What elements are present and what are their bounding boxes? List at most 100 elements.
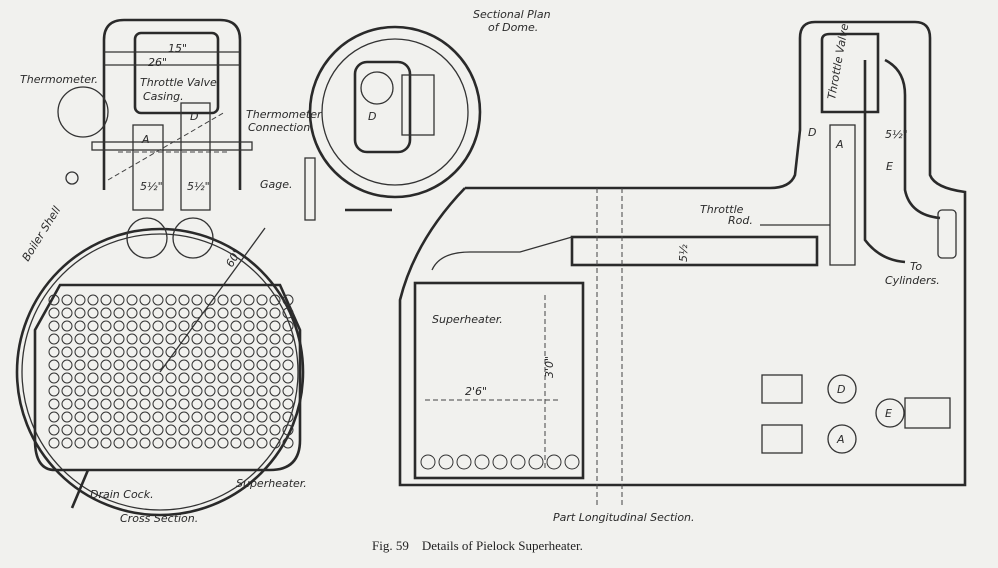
dim-60-line xyxy=(159,227,266,373)
tube xyxy=(48,385,60,397)
pipe-d-plan xyxy=(360,71,394,105)
tube xyxy=(204,424,216,436)
detail-circle-e xyxy=(875,398,905,428)
casing-plan xyxy=(353,60,412,154)
tube xyxy=(178,398,190,410)
tube xyxy=(230,346,242,358)
tube xyxy=(152,294,164,306)
tube xyxy=(217,307,229,319)
tube xyxy=(256,359,268,371)
label-dim-60: 60" xyxy=(223,246,244,269)
valve-fitting xyxy=(401,74,435,136)
tube xyxy=(230,385,242,397)
label-thermometer: Thermometer. xyxy=(20,73,98,86)
tube xyxy=(165,333,177,345)
tube xyxy=(230,437,242,449)
tube xyxy=(126,411,138,423)
flow-circle-d xyxy=(172,217,214,259)
label-long-superheater: Superheater. xyxy=(432,313,503,326)
label-throttle-rod: Throttle xyxy=(700,203,744,216)
tube xyxy=(269,294,281,306)
tube xyxy=(178,307,190,319)
label-to: To xyxy=(910,260,922,273)
tube xyxy=(61,294,73,306)
tube xyxy=(165,307,177,319)
tube xyxy=(243,294,255,306)
tube xyxy=(564,454,580,470)
longitudinal-section-title: Part Longitudinal Section. xyxy=(553,511,695,524)
tube xyxy=(61,320,73,332)
tube xyxy=(74,424,86,436)
tube xyxy=(282,346,294,358)
tube xyxy=(178,346,190,358)
tube xyxy=(87,372,99,384)
boiler-shell-outer xyxy=(15,227,305,517)
thermometer-dial xyxy=(57,86,109,138)
tube xyxy=(178,424,190,436)
tube xyxy=(61,424,73,436)
tube xyxy=(48,372,60,384)
tube xyxy=(139,294,151,306)
tube xyxy=(100,372,112,384)
throttle-valve-casing xyxy=(133,31,220,115)
tube xyxy=(269,320,281,332)
tube xyxy=(139,320,151,332)
tube xyxy=(243,307,255,319)
thermometer-connection-line xyxy=(107,111,226,181)
tube xyxy=(178,372,190,384)
tube xyxy=(191,411,203,423)
label-boiler-shell: Boiler Shell xyxy=(20,204,64,263)
tube xyxy=(152,307,164,319)
tube xyxy=(152,333,164,345)
tube xyxy=(152,424,164,436)
tube xyxy=(74,398,86,410)
tube xyxy=(139,333,151,345)
tube xyxy=(100,346,112,358)
detail-pipe-e xyxy=(904,397,951,429)
dome-flange xyxy=(91,141,253,151)
tube xyxy=(230,424,242,436)
tube xyxy=(269,411,281,423)
throttle-casing-long xyxy=(820,32,880,114)
tube xyxy=(126,333,138,345)
label-detail-e: E xyxy=(885,407,892,420)
tube xyxy=(204,346,216,358)
tube xyxy=(48,346,60,358)
tube xyxy=(48,320,60,332)
cross-section: Thermometer. 15" 26" Throttle Valve Casi… xyxy=(15,18,323,525)
tube xyxy=(74,333,86,345)
dome-plan: Sectional Plan of Dome. Gage. D xyxy=(260,8,551,221)
tube xyxy=(217,398,229,410)
pipe-a xyxy=(132,124,164,211)
tube xyxy=(87,346,99,358)
tube xyxy=(152,411,164,423)
dome-outline xyxy=(102,18,242,190)
tube xyxy=(165,372,177,384)
tube xyxy=(74,372,86,384)
drain-cock xyxy=(70,469,90,509)
tube xyxy=(152,320,164,332)
tube xyxy=(139,307,151,319)
tube xyxy=(269,346,281,358)
tube xyxy=(243,359,255,371)
tube xyxy=(256,385,268,397)
tube xyxy=(113,411,125,423)
tube xyxy=(87,359,99,371)
tube xyxy=(256,320,268,332)
tube xyxy=(61,385,73,397)
tube xyxy=(113,294,125,306)
tube xyxy=(191,320,203,332)
tube xyxy=(217,385,229,397)
detail-pipe-top xyxy=(761,374,803,404)
gage-plate xyxy=(304,157,316,221)
tube xyxy=(269,424,281,436)
pipe-e-long xyxy=(863,58,941,264)
tube xyxy=(113,359,125,371)
flow-circle-a xyxy=(126,217,168,259)
tube xyxy=(204,385,216,397)
figure-caption: Fig. 59 Details of Pielock Superheater. xyxy=(372,538,583,553)
tube xyxy=(256,424,268,436)
tube xyxy=(191,294,203,306)
tube xyxy=(61,333,73,345)
dome-plan-title-1: Sectional Plan xyxy=(473,8,551,21)
